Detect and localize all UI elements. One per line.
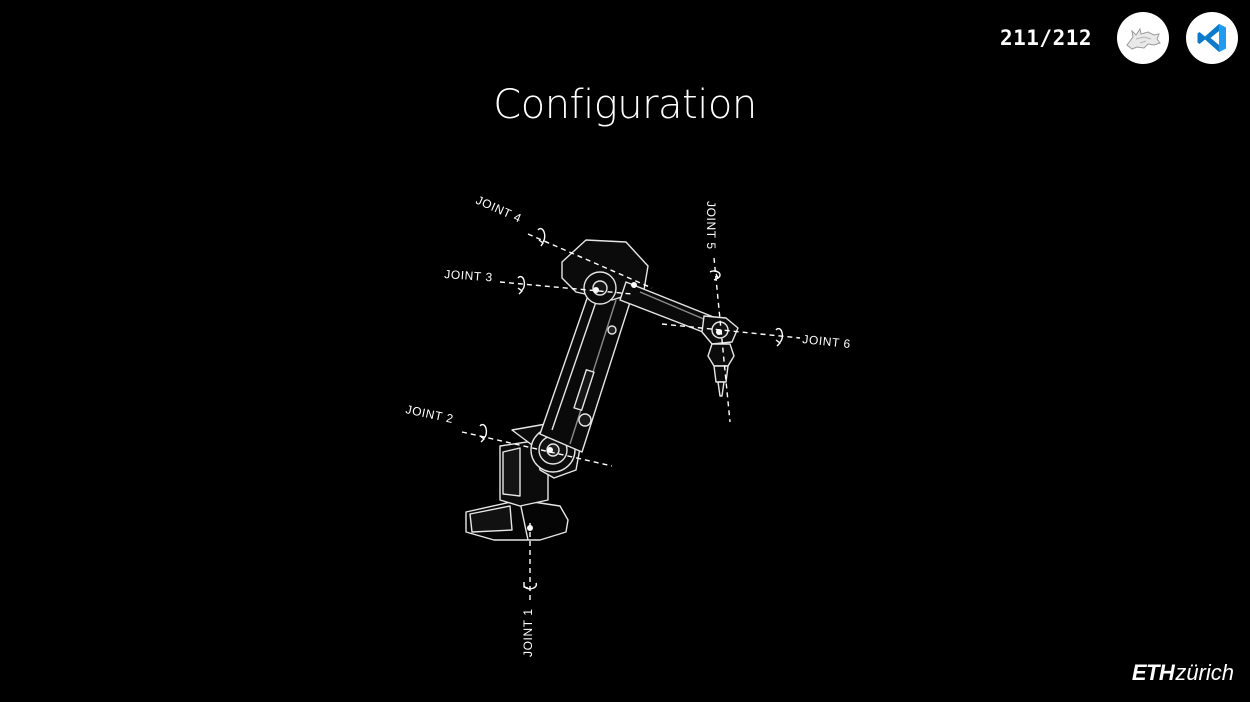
joint-2-axis xyxy=(461,431,613,467)
slide-counter: 211/212 xyxy=(1000,26,1093,50)
joint-4-label: JOINT 4 xyxy=(474,193,524,226)
joint-5-center xyxy=(716,329,722,335)
joint-2-label: JOINT 2 xyxy=(404,402,455,426)
joint-2-rotation-icon xyxy=(479,423,488,443)
eth-zurich-logo: ETHzürich xyxy=(1132,660,1234,686)
joint-5-rotation-icon xyxy=(709,270,721,281)
joint-3-label: JOINT 3 xyxy=(444,267,494,284)
joint-2-center xyxy=(547,447,553,453)
logo-zurich: zürich xyxy=(1175,660,1234,685)
logo-eth: ETH xyxy=(1131,660,1175,685)
joint-3-rotation-icon xyxy=(517,275,526,295)
joint-4-center xyxy=(631,282,637,288)
vscode-app-button[interactable] xyxy=(1186,12,1238,64)
joint-3-center xyxy=(593,287,599,293)
joint-6-label: JOINT 6 xyxy=(802,332,852,351)
rhino-app-button[interactable] xyxy=(1117,12,1169,64)
joint-5-axis xyxy=(713,257,731,423)
joint-1-label: JOINT 1 xyxy=(521,608,535,657)
joint-5-label: JOINT 5 xyxy=(704,201,718,250)
vscode-icon xyxy=(1197,24,1226,52)
joint-axes xyxy=(461,233,801,600)
joint-4-axis xyxy=(527,233,653,289)
rotation-arrows xyxy=(479,227,784,590)
joint-6-rotation-icon xyxy=(775,327,784,347)
joint-centers xyxy=(527,282,722,531)
joint-1-center xyxy=(527,525,533,531)
joint-4-rotation-icon xyxy=(537,227,546,247)
joint-1-rotation-icon xyxy=(523,582,538,590)
joint-3-axis xyxy=(499,281,633,295)
rhino-icon xyxy=(1126,27,1161,50)
robot-arm-illustration xyxy=(465,239,739,541)
page-title: Configuration xyxy=(493,82,757,128)
